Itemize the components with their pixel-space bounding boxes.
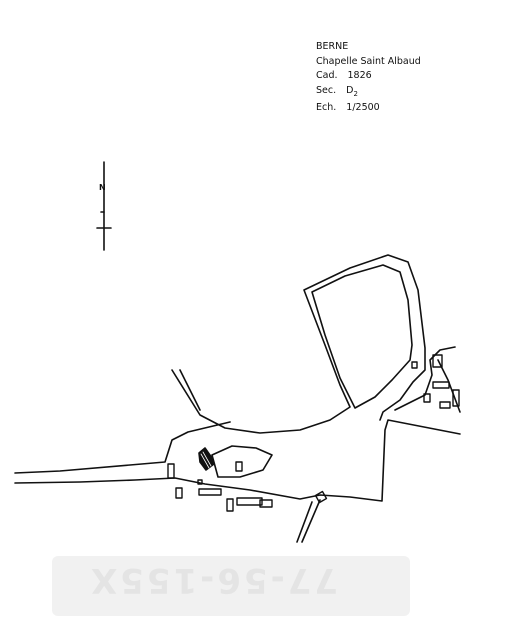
north-arrow-icon [96, 161, 112, 251]
scale-line: Ech. 1/2500 [316, 101, 421, 116]
cadastre-label: Cad. [316, 70, 338, 81]
section-line: Sec. D2 [316, 84, 421, 101]
subject-name: Chapelle Saint Albaud [316, 55, 421, 67]
title-block: BERNE Chapelle Saint Albaud Cad. 1826 Sec… [316, 40, 421, 115]
section-letter: D [346, 84, 354, 96]
main-road [14, 421, 231, 474]
scale-label: Ech. [316, 101, 337, 113]
inner-enclosure [311, 264, 413, 409]
inventory-number: 77-56-155X [88, 560, 339, 600]
chapel-parcel [171, 254, 426, 434]
buildings [167, 354, 460, 512]
cadastre-line: Cad. 1826 [316, 69, 421, 84]
section-label: Sec. [316, 84, 337, 96]
chapel-square [211, 445, 273, 478]
east-road [394, 346, 456, 411]
section-number: 2 [353, 89, 358, 98]
scale-value: 1/2500 [346, 101, 380, 113]
footer-strip [52, 556, 410, 616]
south-road [296, 501, 313, 543]
chapel-building [198, 447, 215, 471]
cadastre-year: 1826 [347, 70, 372, 81]
south-road-edge [301, 499, 321, 543]
chapel-lane [179, 369, 201, 411]
main-road-south-edge [14, 419, 461, 502]
place-name: BERNE [316, 41, 349, 52]
north-label: N [99, 183, 106, 192]
